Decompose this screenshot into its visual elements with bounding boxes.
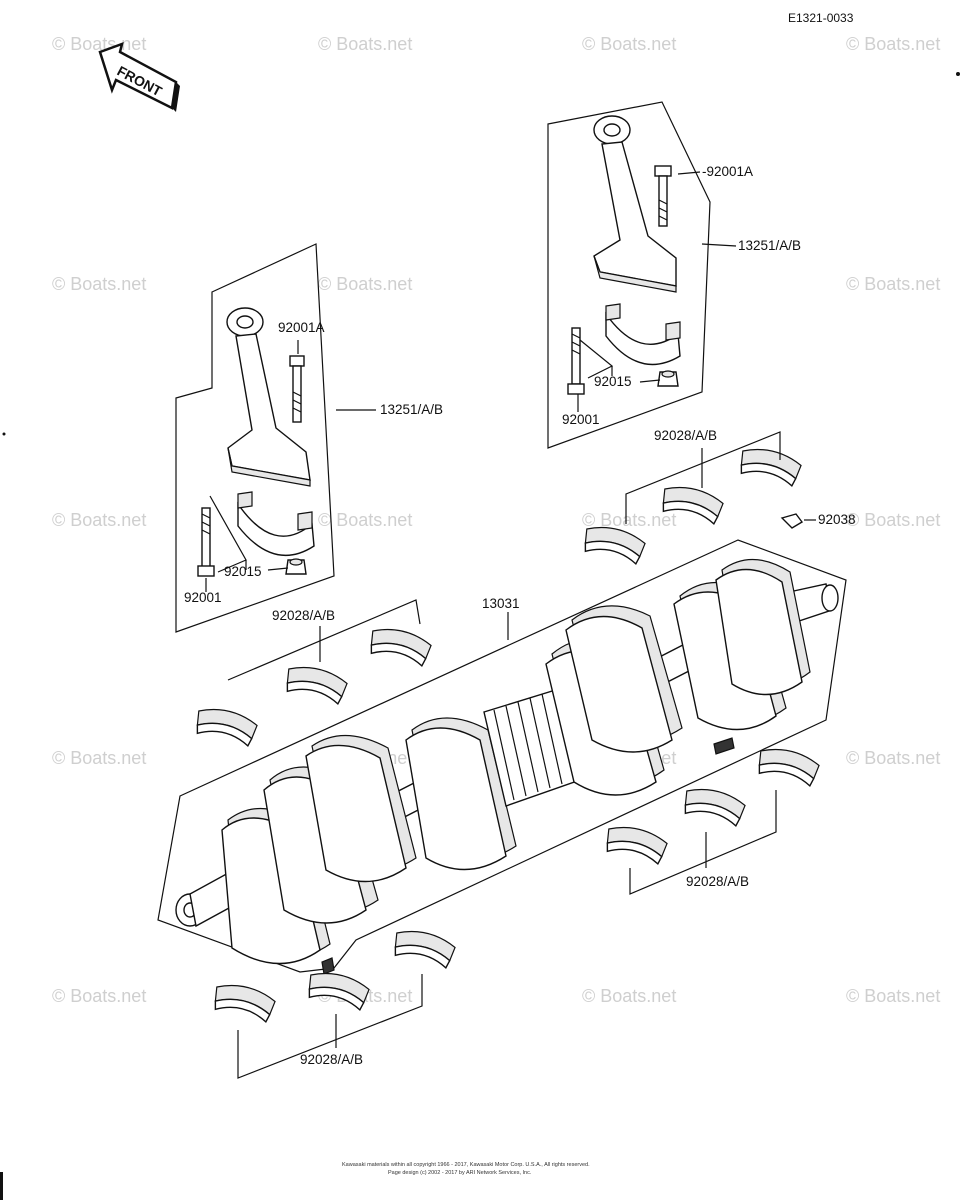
part-label-92028-lower-right: 92028/A/B — [686, 874, 749, 889]
watermark: © Boats.net — [846, 748, 940, 768]
copyright-line-1: Kawasaki materials within all copyright … — [342, 1162, 590, 1168]
conrod-assembly-left: 92001A 13251/A/B 92015 92001 — [175, 243, 443, 633]
watermark: © Boats.net — [52, 986, 146, 1006]
part-label-92001-left: 92001 — [184, 590, 222, 605]
watermark: © Boats.net — [846, 510, 940, 530]
front-arrow-icon: FRONT — [98, 42, 180, 112]
part-label-92001A-right: -92001A — [702, 164, 753, 179]
watermark: © Boats.net — [52, 510, 146, 530]
part-label-92001A-left: 92001A — [278, 320, 325, 335]
part-label-92038: 92038 — [818, 512, 856, 527]
watermark: © Boats.net — [52, 274, 146, 294]
watermark: © Boats.net — [318, 34, 412, 54]
conrod-assembly-right: -92001A 13251/A/B 92015 92001 — [547, 101, 801, 449]
bearing-group-upper-left: 92028/A/B — [192, 599, 434, 748]
copyright-line-2: Page design (c) 2002 - 2017 by ARI Netwo… — [388, 1170, 532, 1176]
watermark: © Boats.net — [582, 986, 676, 1006]
part-label-92001-right: 92001 — [562, 412, 600, 427]
part-label-13251-right: 13251/A/B — [738, 238, 801, 253]
watermark: © Boats.net — [582, 34, 676, 54]
part-label-92028-upper-left: 92028/A/B — [272, 608, 335, 623]
watermark: © Boats.net — [846, 274, 940, 294]
part-label-92015-left: 92015 — [224, 564, 262, 579]
part-label-92028-lower-left: 92028/A/B — [300, 1052, 363, 1067]
part-label-92028-upper-right: 92028/A/B — [654, 428, 717, 443]
part-label-92015-right: 92015 — [594, 374, 632, 389]
bearing-group-lower-right: 92028/A/B — [602, 743, 822, 895]
crankshaft-assembly: 13031 — [157, 539, 847, 975]
bearing-group-upper-right: 92028/A/B 92038 — [580, 428, 856, 566]
part-label-13031: 13031 — [482, 596, 520, 611]
watermark: © Boats.net — [582, 510, 676, 530]
watermark: © Boats.net — [318, 510, 412, 530]
bearing-group-lower-left: 92028/A/B — [210, 925, 458, 1079]
watermark: © Boats.net — [846, 986, 940, 1006]
reference-code: E1321-0033 — [788, 11, 854, 25]
watermark: © Boats.net — [318, 274, 412, 294]
watermark: © Boats.net — [846, 34, 940, 54]
watermark: © Boats.net — [52, 34, 146, 54]
watermark: © Boats.net — [52, 748, 146, 768]
part-label-13251-left: 13251/A/B — [380, 402, 443, 417]
